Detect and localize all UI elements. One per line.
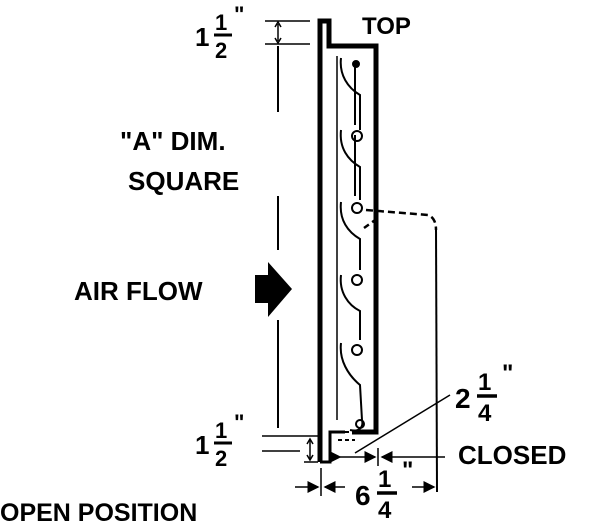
- air-flow-arrow-icon: [255, 262, 292, 317]
- svg-text:2: 2: [215, 38, 227, 63]
- square-label: SQUARE: [128, 166, 239, 196]
- svg-text:1: 1: [378, 466, 391, 493]
- top-flange-value: 1 1 2 ": [195, 2, 244, 63]
- top-flange-dimension: [265, 20, 310, 45]
- svg-text:2: 2: [455, 383, 471, 414]
- svg-text:": ": [402, 457, 413, 484]
- svg-text:": ": [234, 410, 244, 435]
- closed-depth-value: 2 1 4 ": [455, 360, 513, 427]
- svg-text:1: 1: [478, 369, 491, 396]
- svg-text:4: 4: [378, 497, 392, 524]
- svg-text:4: 4: [478, 400, 492, 427]
- air-flow-label: AIR FLOW: [74, 276, 203, 306]
- svg-text:1: 1: [215, 418, 227, 443]
- closed-label: CLOSED: [458, 440, 566, 470]
- damper-frame: [317, 18, 379, 462]
- open-position-label: OPEN POSITION: [0, 499, 197, 527]
- svg-text:1: 1: [195, 22, 209, 52]
- bottom-flange-value: 1 1 2 ": [195, 410, 244, 471]
- svg-text:6: 6: [355, 480, 371, 511]
- svg-text:": ": [234, 2, 244, 27]
- svg-text:2: 2: [215, 446, 227, 471]
- bottom-flange-dimension: [262, 435, 318, 463]
- open-blade-outline: [365, 208, 438, 231]
- svg-text:": ": [502, 360, 513, 387]
- open-depth-value: 6 1 4 ": [355, 457, 413, 524]
- svg-text:1: 1: [195, 430, 209, 460]
- svg-text:1: 1: [215, 10, 227, 35]
- top-label: TOP: [362, 13, 411, 40]
- open-dimension: [295, 468, 436, 496]
- open-extent-line: [435, 227, 438, 493]
- bottom-lip: [320, 430, 345, 464]
- closed-dimension: [329, 394, 451, 466]
- a-dim-label: "A" DIM.: [120, 126, 226, 156]
- louver-blades: [338, 57, 365, 441]
